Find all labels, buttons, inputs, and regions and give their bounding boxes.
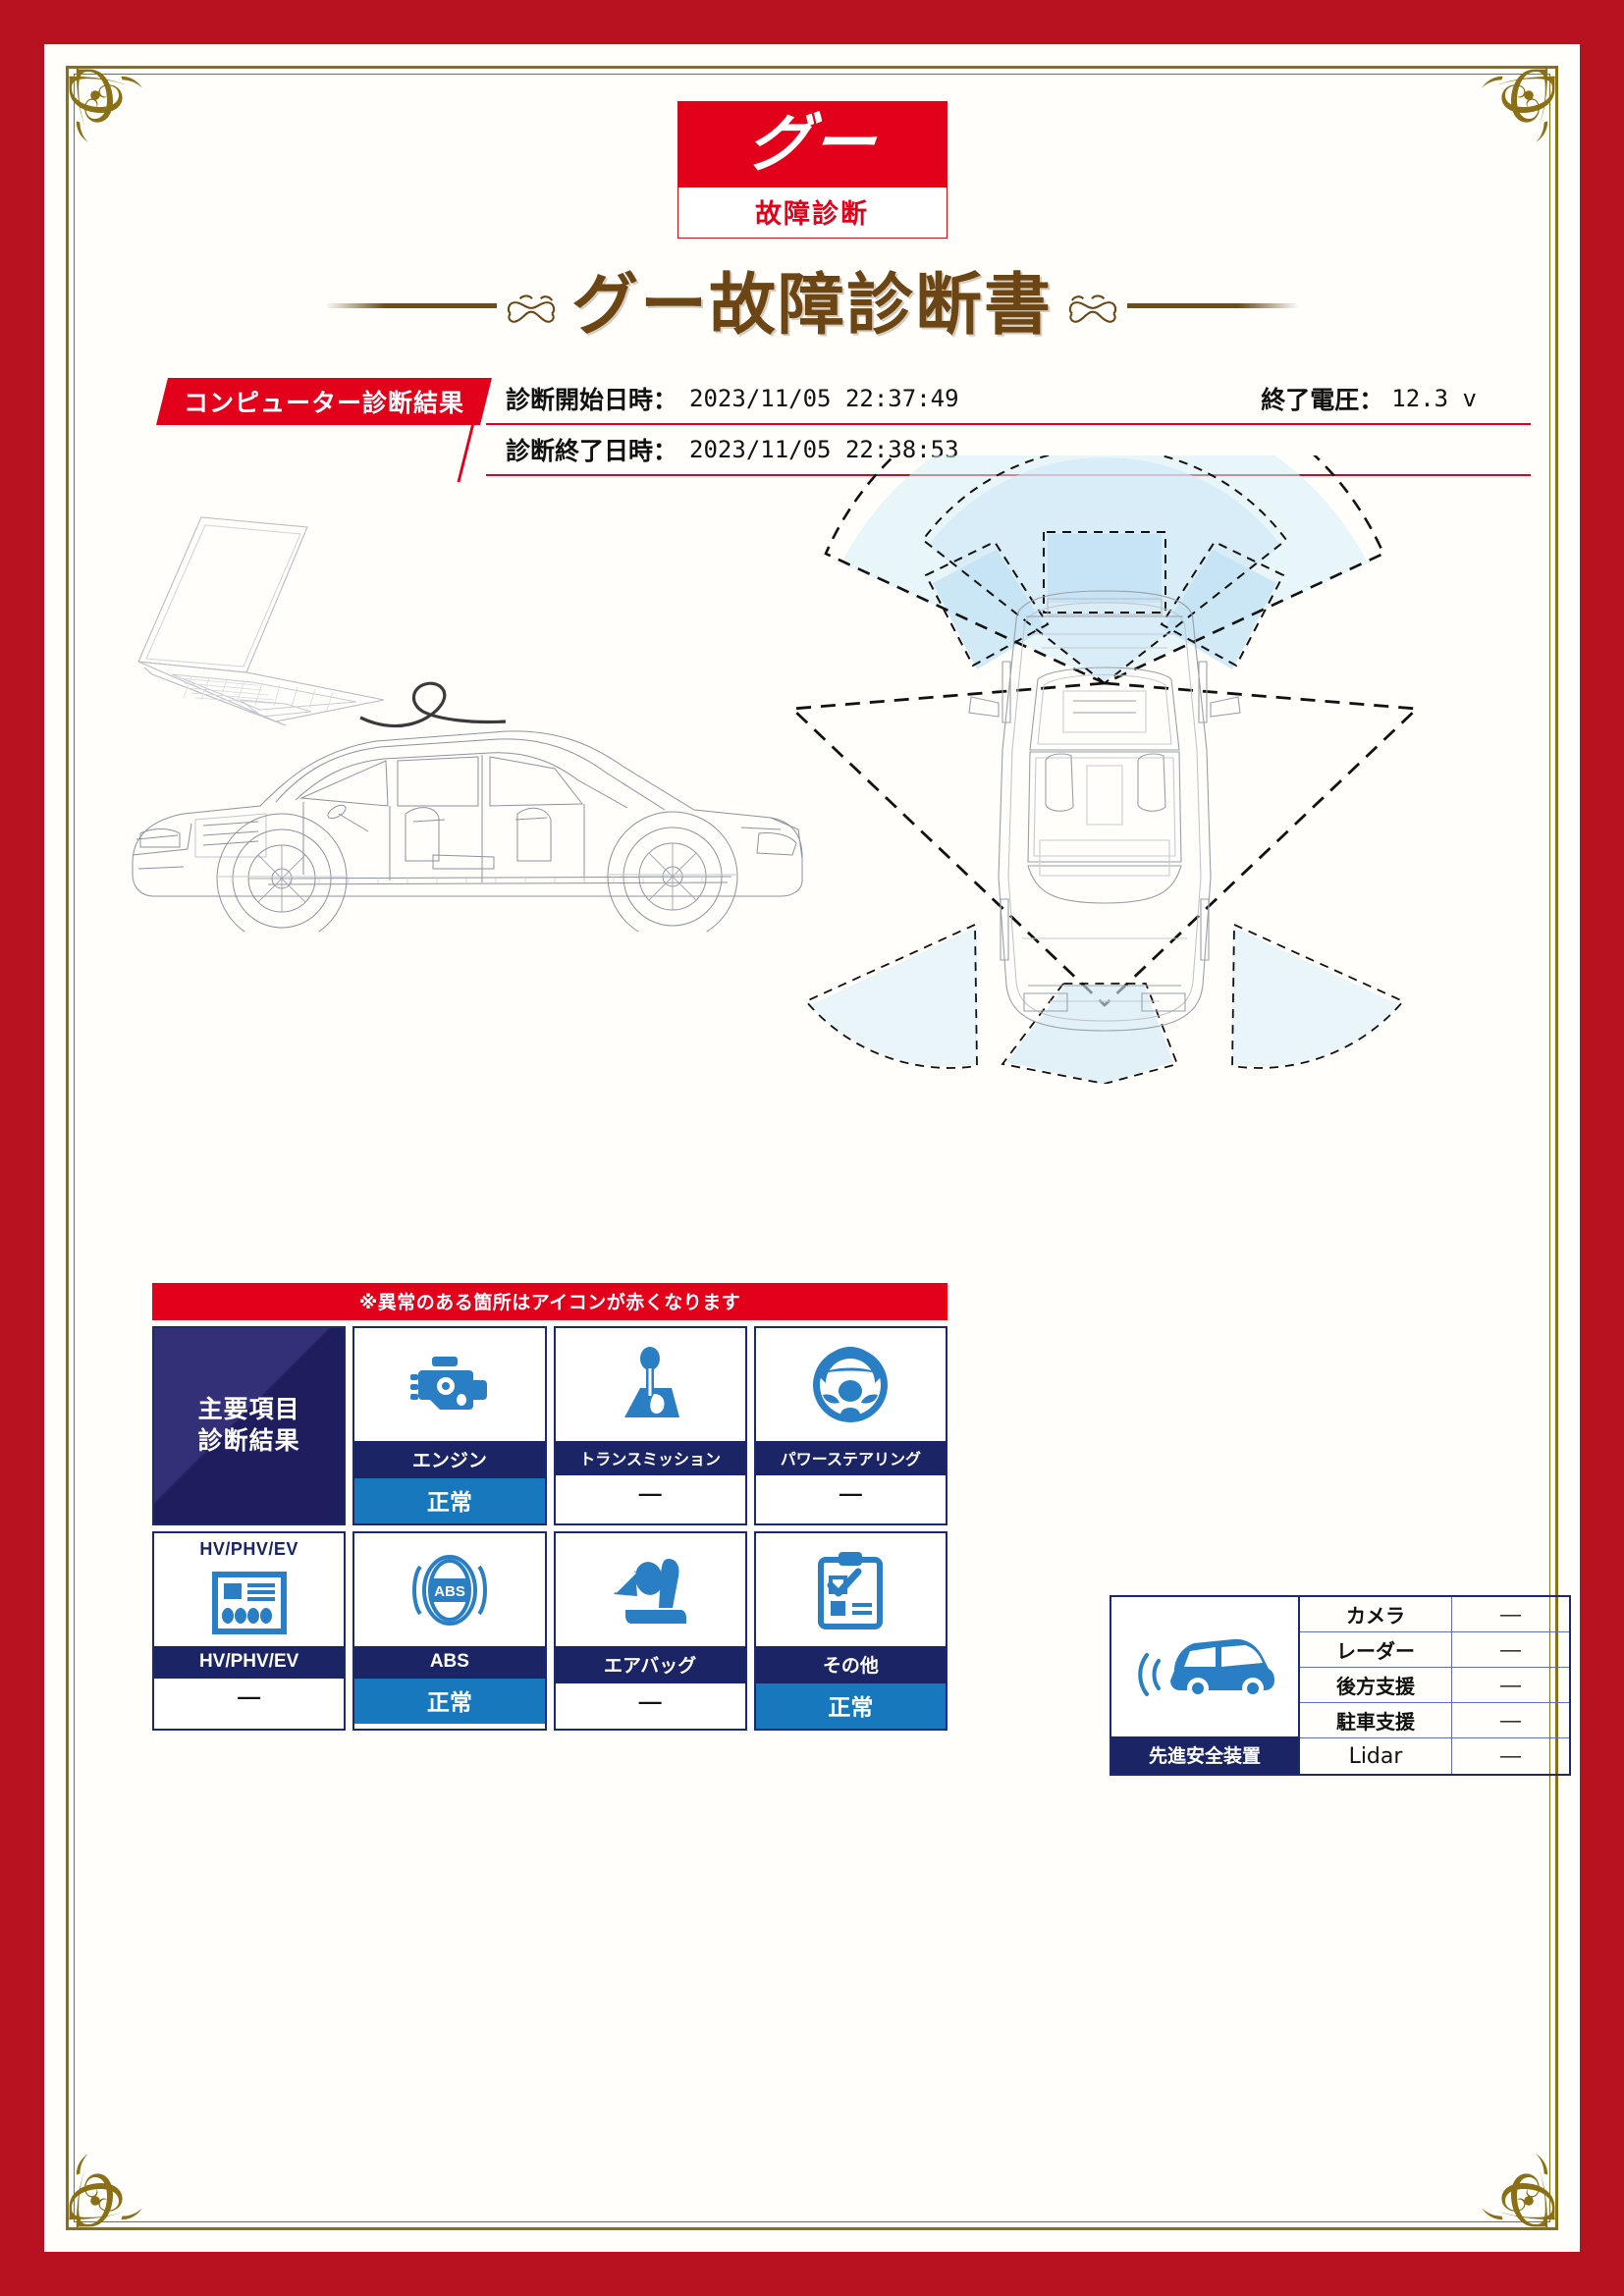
results-grid-row-1: 主要項目 診断結果 xyxy=(152,1326,947,1525)
hv-badge-label: HV/PHV/EV xyxy=(199,1539,298,1559)
start-label: 診断開始日時： xyxy=(506,387,678,414)
result-status-engine: 正常 xyxy=(354,1478,545,1523)
ribbon-label: コンピューター診断結果 xyxy=(183,390,464,417)
illustration-area xyxy=(93,455,1531,1177)
safety-name-rear-support: 後方支援 xyxy=(1300,1668,1452,1702)
safety-caption: 先進安全装置 xyxy=(1111,1736,1298,1774)
safety-rows: カメラ ― レーダー ― 後方支援 ― 駐車支援 ― xyxy=(1300,1597,1569,1774)
safety-name-radar: レーダー xyxy=(1300,1632,1452,1667)
result-name-steering: パワーステアリング xyxy=(755,1441,946,1475)
safety-row-lidar: Lidar ― xyxy=(1300,1738,1569,1774)
title-rule-right xyxy=(1127,302,1299,308)
result-name-other: その他 xyxy=(755,1646,946,1683)
diagnostic-info-bar: コンピューター診断結果 診断開始日時： 2023/11/05 22:37:49 … xyxy=(93,374,1531,484)
result-status-hv: ― xyxy=(154,1679,345,1717)
result-status-transmission: ― xyxy=(555,1475,745,1514)
computer-result-ribbon: コンピューター診断結果 xyxy=(156,378,492,425)
ornament-corner-top-right xyxy=(1446,60,1564,178)
results-grid-row-2: HV/PHV/EV xyxy=(152,1531,947,1731)
main-items-label-cell: 主要項目 診断結果 xyxy=(152,1326,347,1525)
flourish-right-icon xyxy=(1064,282,1121,329)
logo-red-box: グー xyxy=(677,101,947,187)
voltage-value: 12.3 v xyxy=(1391,385,1477,412)
ornament-corner-top-left xyxy=(60,60,178,178)
paper-sheet: グー 故障診断 グー故障診断書 xyxy=(44,44,1580,2252)
sensor-car-icon xyxy=(1111,1597,1298,1736)
info-rows: 診断開始日時： 2023/11/05 22:37:49 終了電圧： 12.3 v… xyxy=(486,374,1531,476)
flourish-left-icon xyxy=(503,282,560,329)
safety-value-radar: ― xyxy=(1500,1637,1521,1661)
safety-row-parking-support: 駐車支援 ― xyxy=(1300,1703,1569,1738)
result-status-other: 正常 xyxy=(755,1683,946,1729)
end-label: 診断終了日時： xyxy=(506,438,678,465)
safety-name-lidar: Lidar xyxy=(1300,1738,1452,1774)
advanced-safety-table: 先進安全装置 カメラ ― レーダー ― 後方支援 ― xyxy=(1110,1595,1571,1776)
safety-row-camera: カメラ ― xyxy=(1300,1597,1569,1632)
safety-row-radar: レーダー ― xyxy=(1300,1632,1569,1668)
safety-row-rear-support: 後方支援 ― xyxy=(1300,1668,1569,1703)
battery-icon xyxy=(154,1560,345,1646)
safety-name-camera: カメラ xyxy=(1300,1597,1452,1631)
result-cell-airbag[interactable]: エアバッグ ― xyxy=(553,1531,747,1731)
result-name-abs: ABS xyxy=(354,1646,545,1679)
brand-logo: グー 故障診断 xyxy=(677,101,947,239)
abnormality-notice: ※異常のある箇所はアイコンが赤くなります xyxy=(152,1283,947,1320)
end-value: 2023/11/05 22:38:53 xyxy=(689,436,959,463)
main-results-panel: ※異常のある箇所はアイコンが赤くなります 主要項目 診断結果 xyxy=(152,1283,947,1731)
result-cell-transmission[interactable]: トランスミッション ― xyxy=(553,1326,747,1525)
result-status-steering: ― xyxy=(755,1475,946,1514)
result-name-hv: HV/PHV/EV xyxy=(154,1646,345,1679)
airbag-icon xyxy=(555,1533,745,1646)
safety-value-camera: ― xyxy=(1500,1602,1521,1626)
result-cell-engine[interactable]: エンジン 正常 xyxy=(352,1326,547,1525)
transmission-icon xyxy=(555,1328,745,1441)
clipboard-icon xyxy=(755,1533,946,1646)
result-name-engine: エンジン xyxy=(354,1441,545,1478)
logo-subtitle: 故障診断 xyxy=(677,187,947,239)
document-content: グー 故障診断 グー故障診断書 xyxy=(93,83,1571,2213)
start-value: 2023/11/05 22:37:49 xyxy=(689,385,959,412)
result-name-airbag: エアバッグ xyxy=(555,1646,745,1683)
ribbon-slash xyxy=(457,423,475,482)
svg-text:ABS: ABS xyxy=(434,1583,465,1600)
safety-name-parking-support: 駐車支援 xyxy=(1300,1703,1452,1737)
result-cell-hv[interactable]: HV/PHV/EV xyxy=(152,1531,347,1731)
page-title: グー故障診断書 xyxy=(570,268,1053,343)
result-status-abs: 正常 xyxy=(354,1679,545,1724)
top-down-car-sensor-diagram xyxy=(788,455,1421,1084)
result-cell-other[interactable]: その他 正常 xyxy=(753,1531,947,1731)
safety-value-parking-support: ― xyxy=(1500,1708,1521,1732)
title-rule-left xyxy=(324,302,497,308)
voltage-label: 終了電圧： xyxy=(1261,387,1384,414)
ornament-corner-bottom-right xyxy=(1446,2118,1564,2236)
logo-text: グー xyxy=(743,108,881,181)
main-items-label: 主要項目 診断結果 xyxy=(198,1395,300,1457)
abs-icon: ABS xyxy=(354,1533,545,1646)
result-cell-abs[interactable]: ABS ABS 正常 xyxy=(352,1531,547,1731)
steering-icon xyxy=(755,1328,946,1441)
safety-value-rear-support: ― xyxy=(1500,1673,1521,1696)
ornament-corner-bottom-left xyxy=(60,2118,178,2236)
main-items-label-line2: 診断結果 xyxy=(197,1426,300,1455)
engine-icon xyxy=(354,1328,545,1441)
safety-left-column: 先進安全装置 xyxy=(1111,1597,1300,1774)
laptop-and-car-illustration xyxy=(132,516,803,932)
diagnosis-start-row: 診断開始日時： 2023/11/05 22:37:49 終了電圧： 12.3 v xyxy=(486,374,1531,425)
result-status-airbag: ― xyxy=(555,1683,745,1722)
main-items-label-line1: 主要項目 xyxy=(197,1396,300,1424)
result-cell-steering[interactable]: パワーステアリング ― xyxy=(753,1326,947,1525)
safety-value-lidar: ― xyxy=(1500,1744,1521,1767)
document-title-row: グー故障診断書 xyxy=(93,272,1531,339)
result-name-transmission: トランスミッション xyxy=(555,1441,745,1475)
